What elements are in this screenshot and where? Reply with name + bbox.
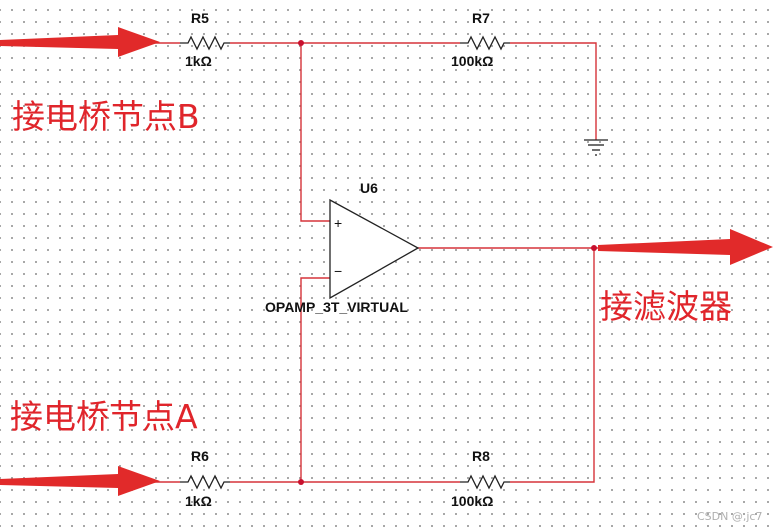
resistor-r7[interactable] [460, 35, 510, 51]
opamp-triangle [329, 198, 420, 300]
wire-node-to-plus [300, 43, 330, 222]
arrow-output [598, 229, 773, 265]
annotation-to-filter: 接滤波器 [600, 287, 732, 326]
r6-value-label: 1kΩ [185, 493, 212, 509]
r5-value-label: 1kΩ [185, 53, 212, 69]
r8-ref-label: R8 [472, 448, 490, 464]
opamp-u6[interactable]: + − [329, 198, 420, 300]
resistor-r8[interactable] [460, 474, 510, 490]
arrow-input-b [0, 27, 160, 57]
wire-r8-to-output [510, 248, 595, 483]
arrow-input-a [0, 466, 160, 496]
r5-ref-label: R5 [191, 10, 209, 26]
annotation-node-a: 接电桥节点A [10, 397, 198, 436]
r7-ref-label: R7 [472, 10, 490, 26]
watermark: CSDN @,jc7 [697, 510, 762, 523]
r6-ref-label: R6 [191, 448, 209, 464]
resistor-r6[interactable] [180, 474, 230, 490]
ground-icon [584, 139, 608, 156]
arrow-right-icon [0, 466, 160, 496]
junction-bottom [298, 479, 304, 485]
wire-minus-to-bottom [300, 277, 330, 482]
wire-r7-to-ground [510, 42, 597, 140]
annotation-node-b: 接电桥节点B [12, 97, 200, 136]
arrow-right-icon [0, 27, 160, 57]
resistor-r5[interactable] [180, 35, 230, 51]
arrow-right-icon [598, 229, 773, 265]
junctions [298, 40, 597, 485]
opamp-plus-pin: + [334, 215, 342, 231]
opamp-minus-pin: − [334, 263, 342, 279]
r7-value-label: 100kΩ [451, 53, 493, 69]
u6-ref-label: U6 [360, 180, 378, 196]
u6-model-label: OPAMP_3T_VIRTUAL [265, 299, 408, 315]
junction-output [591, 245, 597, 251]
r8-value-label: 100kΩ [451, 493, 493, 509]
junction-top [298, 40, 304, 46]
